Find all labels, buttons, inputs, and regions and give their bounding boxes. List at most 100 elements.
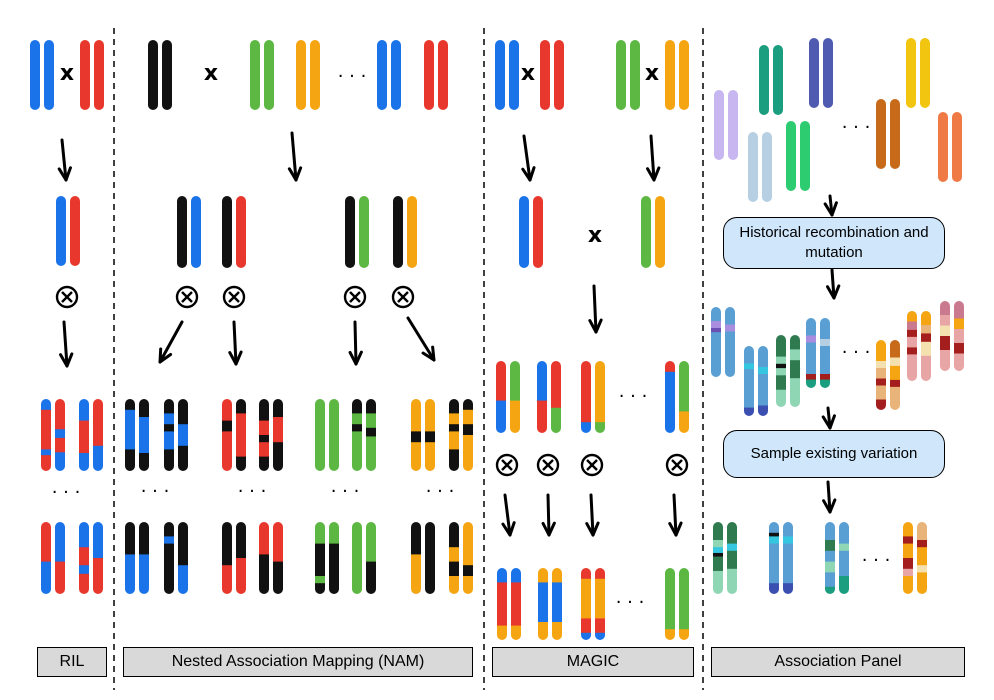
nam-parent-red <box>424 40 448 110</box>
callout-recombination: Historical recombination and mutation <box>723 217 945 269</box>
ril-parent-red <box>80 40 104 110</box>
self-symbol <box>343 285 367 309</box>
ellipsis-symbol: · · · <box>238 481 267 502</box>
assoc-founder-2 <box>809 38 833 108</box>
assoc-founder-3 <box>906 38 930 108</box>
nam-parent-orange <box>296 40 320 110</box>
magic-line-3 <box>581 361 605 433</box>
assoc-hap-1 <box>711 307 735 377</box>
assoc-hap-7 <box>940 301 964 371</box>
nam-f1-red <box>222 196 246 268</box>
assoc-founder-4 <box>714 90 738 160</box>
assoc-founder-7 <box>876 99 900 169</box>
callout-sample-variation: Sample existing variation <box>723 430 945 478</box>
ellipsis-symbol: · · · <box>338 66 367 87</box>
self-symbol <box>391 285 415 309</box>
nam-green-line-4 <box>352 522 376 594</box>
magic-f1-blue-red <box>519 196 543 268</box>
magic-parent-blue <box>495 40 519 110</box>
assoc-founder-5 <box>748 132 772 202</box>
cross-symbol: x <box>588 223 602 248</box>
ellipsis-symbol: · · · <box>842 342 871 363</box>
magic-parent-red <box>540 40 564 110</box>
arrow <box>821 406 836 430</box>
self-symbol <box>665 453 689 477</box>
nam-f1-orange <box>393 196 417 268</box>
ellipsis-symbol: · · · <box>331 481 360 502</box>
magic-line-1 <box>496 361 520 433</box>
magic-label: MAGIC <box>492 647 694 677</box>
nam-green-line-1 <box>315 399 339 471</box>
nam-f1-green <box>345 196 369 268</box>
ellipsis-symbol: · · · <box>842 117 871 138</box>
nam-orange-line-4 <box>449 522 473 594</box>
nam-orange-line-1 <box>411 399 435 471</box>
assoc-hap-5 <box>876 340 900 410</box>
magic-ril-1 <box>497 568 521 640</box>
ellipsis-symbol: · · · <box>862 550 891 571</box>
nam-label: Nested Association Mapping (NAM) <box>123 647 473 677</box>
ril-line-3 <box>41 522 65 594</box>
arrow <box>287 131 303 182</box>
nam-parent-green <box>250 40 274 110</box>
cross-symbol: x <box>204 61 218 86</box>
cross-symbol: x <box>521 61 535 86</box>
arrow <box>541 493 556 537</box>
magic-parent-green <box>616 40 640 110</box>
cross-symbol: x <box>60 61 74 86</box>
nam-blue-line-1 <box>125 399 149 471</box>
magic-ril-2 <box>538 568 562 640</box>
assoc-hap-2 <box>744 346 768 416</box>
self-symbol <box>175 285 199 309</box>
assoc-founder-1 <box>759 45 783 115</box>
nam-red-line-2 <box>259 399 283 471</box>
arrow <box>57 138 72 182</box>
arrow <box>228 320 243 366</box>
arrow <box>822 480 837 514</box>
nam-orange-line-2 <box>449 399 473 471</box>
ril-line-4 <box>79 522 103 594</box>
nam-red-line-3 <box>222 522 246 594</box>
arrow <box>826 268 841 300</box>
magic-parent-orange <box>665 40 689 110</box>
assoc-founder-8 <box>938 112 962 182</box>
ril-line-1 <box>41 399 65 471</box>
nam-blue-line-4 <box>164 522 188 594</box>
arrow <box>585 493 600 537</box>
nam-red-line-4 <box>259 522 283 594</box>
assoc-hap-3 <box>776 335 800 407</box>
ril-line-2 <box>79 399 103 471</box>
cross-symbol: x <box>645 61 659 86</box>
assoc-sample-3 <box>825 522 849 594</box>
ril-parent-blue <box>30 40 54 110</box>
arrow <box>501 493 516 537</box>
assoc-sample-2 <box>769 522 793 594</box>
ellipsis-symbol: · · · <box>619 386 648 407</box>
ellipsis-symbol: · · · <box>616 592 645 613</box>
ellipsis-symbol: · · · <box>52 482 81 503</box>
arrow <box>406 316 436 362</box>
ril-f1 <box>56 196 80 266</box>
assoc-founder-6 <box>786 121 810 191</box>
nam-f1-blue <box>177 196 201 268</box>
arrow <box>646 134 661 182</box>
self-symbol <box>536 453 560 477</box>
arrow <box>59 320 74 368</box>
nam-parent-black <box>148 40 172 110</box>
self-symbol <box>222 285 246 309</box>
arrow <box>588 284 603 334</box>
nam-blue-line-3 <box>125 522 149 594</box>
self-symbol <box>495 453 519 477</box>
magic-ril-4 <box>665 568 689 640</box>
nam-green-line-2 <box>352 399 376 471</box>
ellipsis-symbol: · · · <box>141 481 170 502</box>
arrow <box>158 320 184 364</box>
ril-label: RIL <box>37 647 107 677</box>
assoc-sample-4 <box>903 522 927 594</box>
assoc-sample-1 <box>713 522 737 594</box>
magic-line-4 <box>665 361 689 433</box>
magic-line-2 <box>537 361 561 433</box>
self-symbol <box>580 453 604 477</box>
